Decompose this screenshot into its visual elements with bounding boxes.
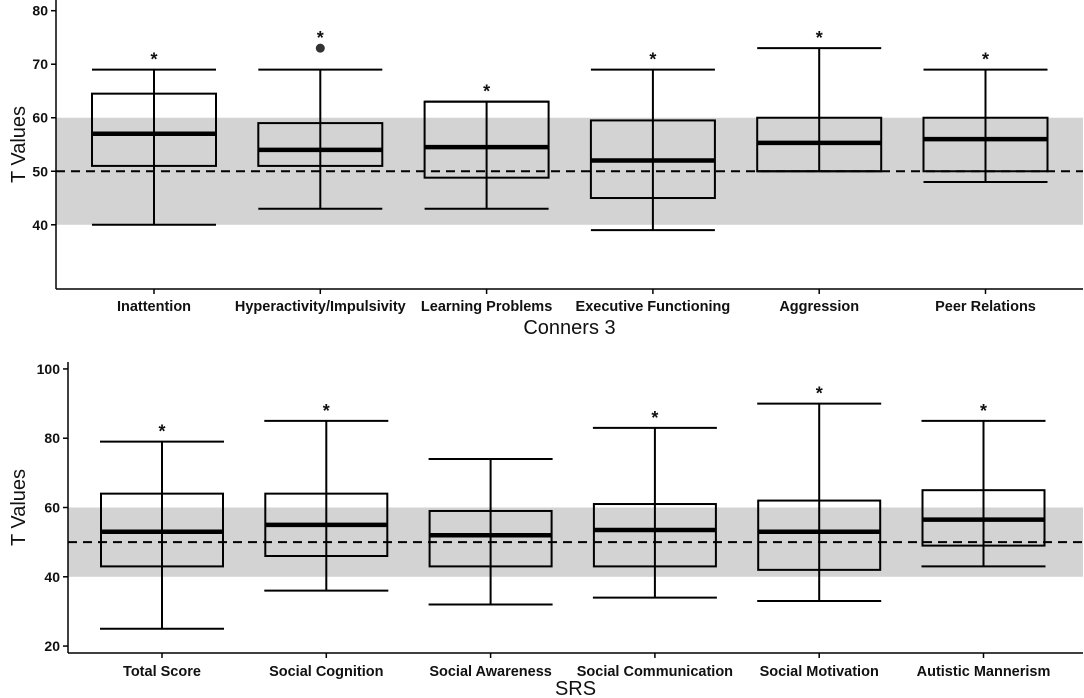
y-tick-label: 60 [44, 500, 60, 516]
box [257, 122, 384, 167]
category-label: Social Cognition [269, 664, 383, 680]
category-label: Social Motivation [760, 664, 879, 680]
y-tick-label: 70 [32, 56, 48, 72]
y-axis-title: T Values [8, 106, 30, 183]
y-tick-label: 40 [44, 569, 60, 585]
significance-star: * [816, 384, 823, 404]
significance-star: * [816, 28, 823, 48]
significance-star: * [150, 50, 157, 70]
y-tick-label: 100 [37, 361, 61, 377]
box [757, 499, 882, 571]
significance-star: * [323, 401, 330, 421]
y-axis-title: T Values [8, 469, 30, 546]
box [428, 509, 553, 568]
category-label: Executive Functioning [576, 299, 731, 315]
y-tick-label: 20 [44, 638, 60, 654]
outlier-point [315, 43, 325, 53]
category-label: Total Score [123, 664, 201, 680]
significance-star: * [980, 401, 987, 421]
box [423, 100, 550, 179]
box [91, 92, 217, 167]
x-axis-title: SRS [555, 678, 596, 698]
significance-star: * [317, 28, 324, 48]
y-tick-label: 50 [32, 163, 48, 179]
category-label: Autistic Mannerism [917, 664, 1051, 680]
category-label: Aggression [779, 299, 859, 315]
box [922, 116, 1049, 173]
y-tick-label: 80 [32, 3, 48, 19]
significance-star: * [649, 50, 656, 70]
y-tick-label: 80 [44, 430, 60, 446]
category-label: Peer Relations [935, 299, 1036, 315]
y-tick-label: 40 [32, 217, 48, 233]
significance-star: * [651, 408, 658, 428]
significance-star: * [483, 82, 490, 102]
significance-star: * [982, 50, 989, 70]
category-label: Hyperactivity/Impulsivity [235, 299, 406, 315]
category-label: Inattention [117, 299, 191, 315]
box [592, 503, 717, 568]
category-label: Social Awareness [429, 664, 552, 680]
category-label: Learning Problems [421, 299, 552, 315]
x-axis-title: Conners 3 [523, 317, 615, 339]
significance-star: * [158, 422, 165, 442]
category-label: Social Communication [577, 664, 733, 680]
y-tick-label: 60 [32, 110, 48, 126]
